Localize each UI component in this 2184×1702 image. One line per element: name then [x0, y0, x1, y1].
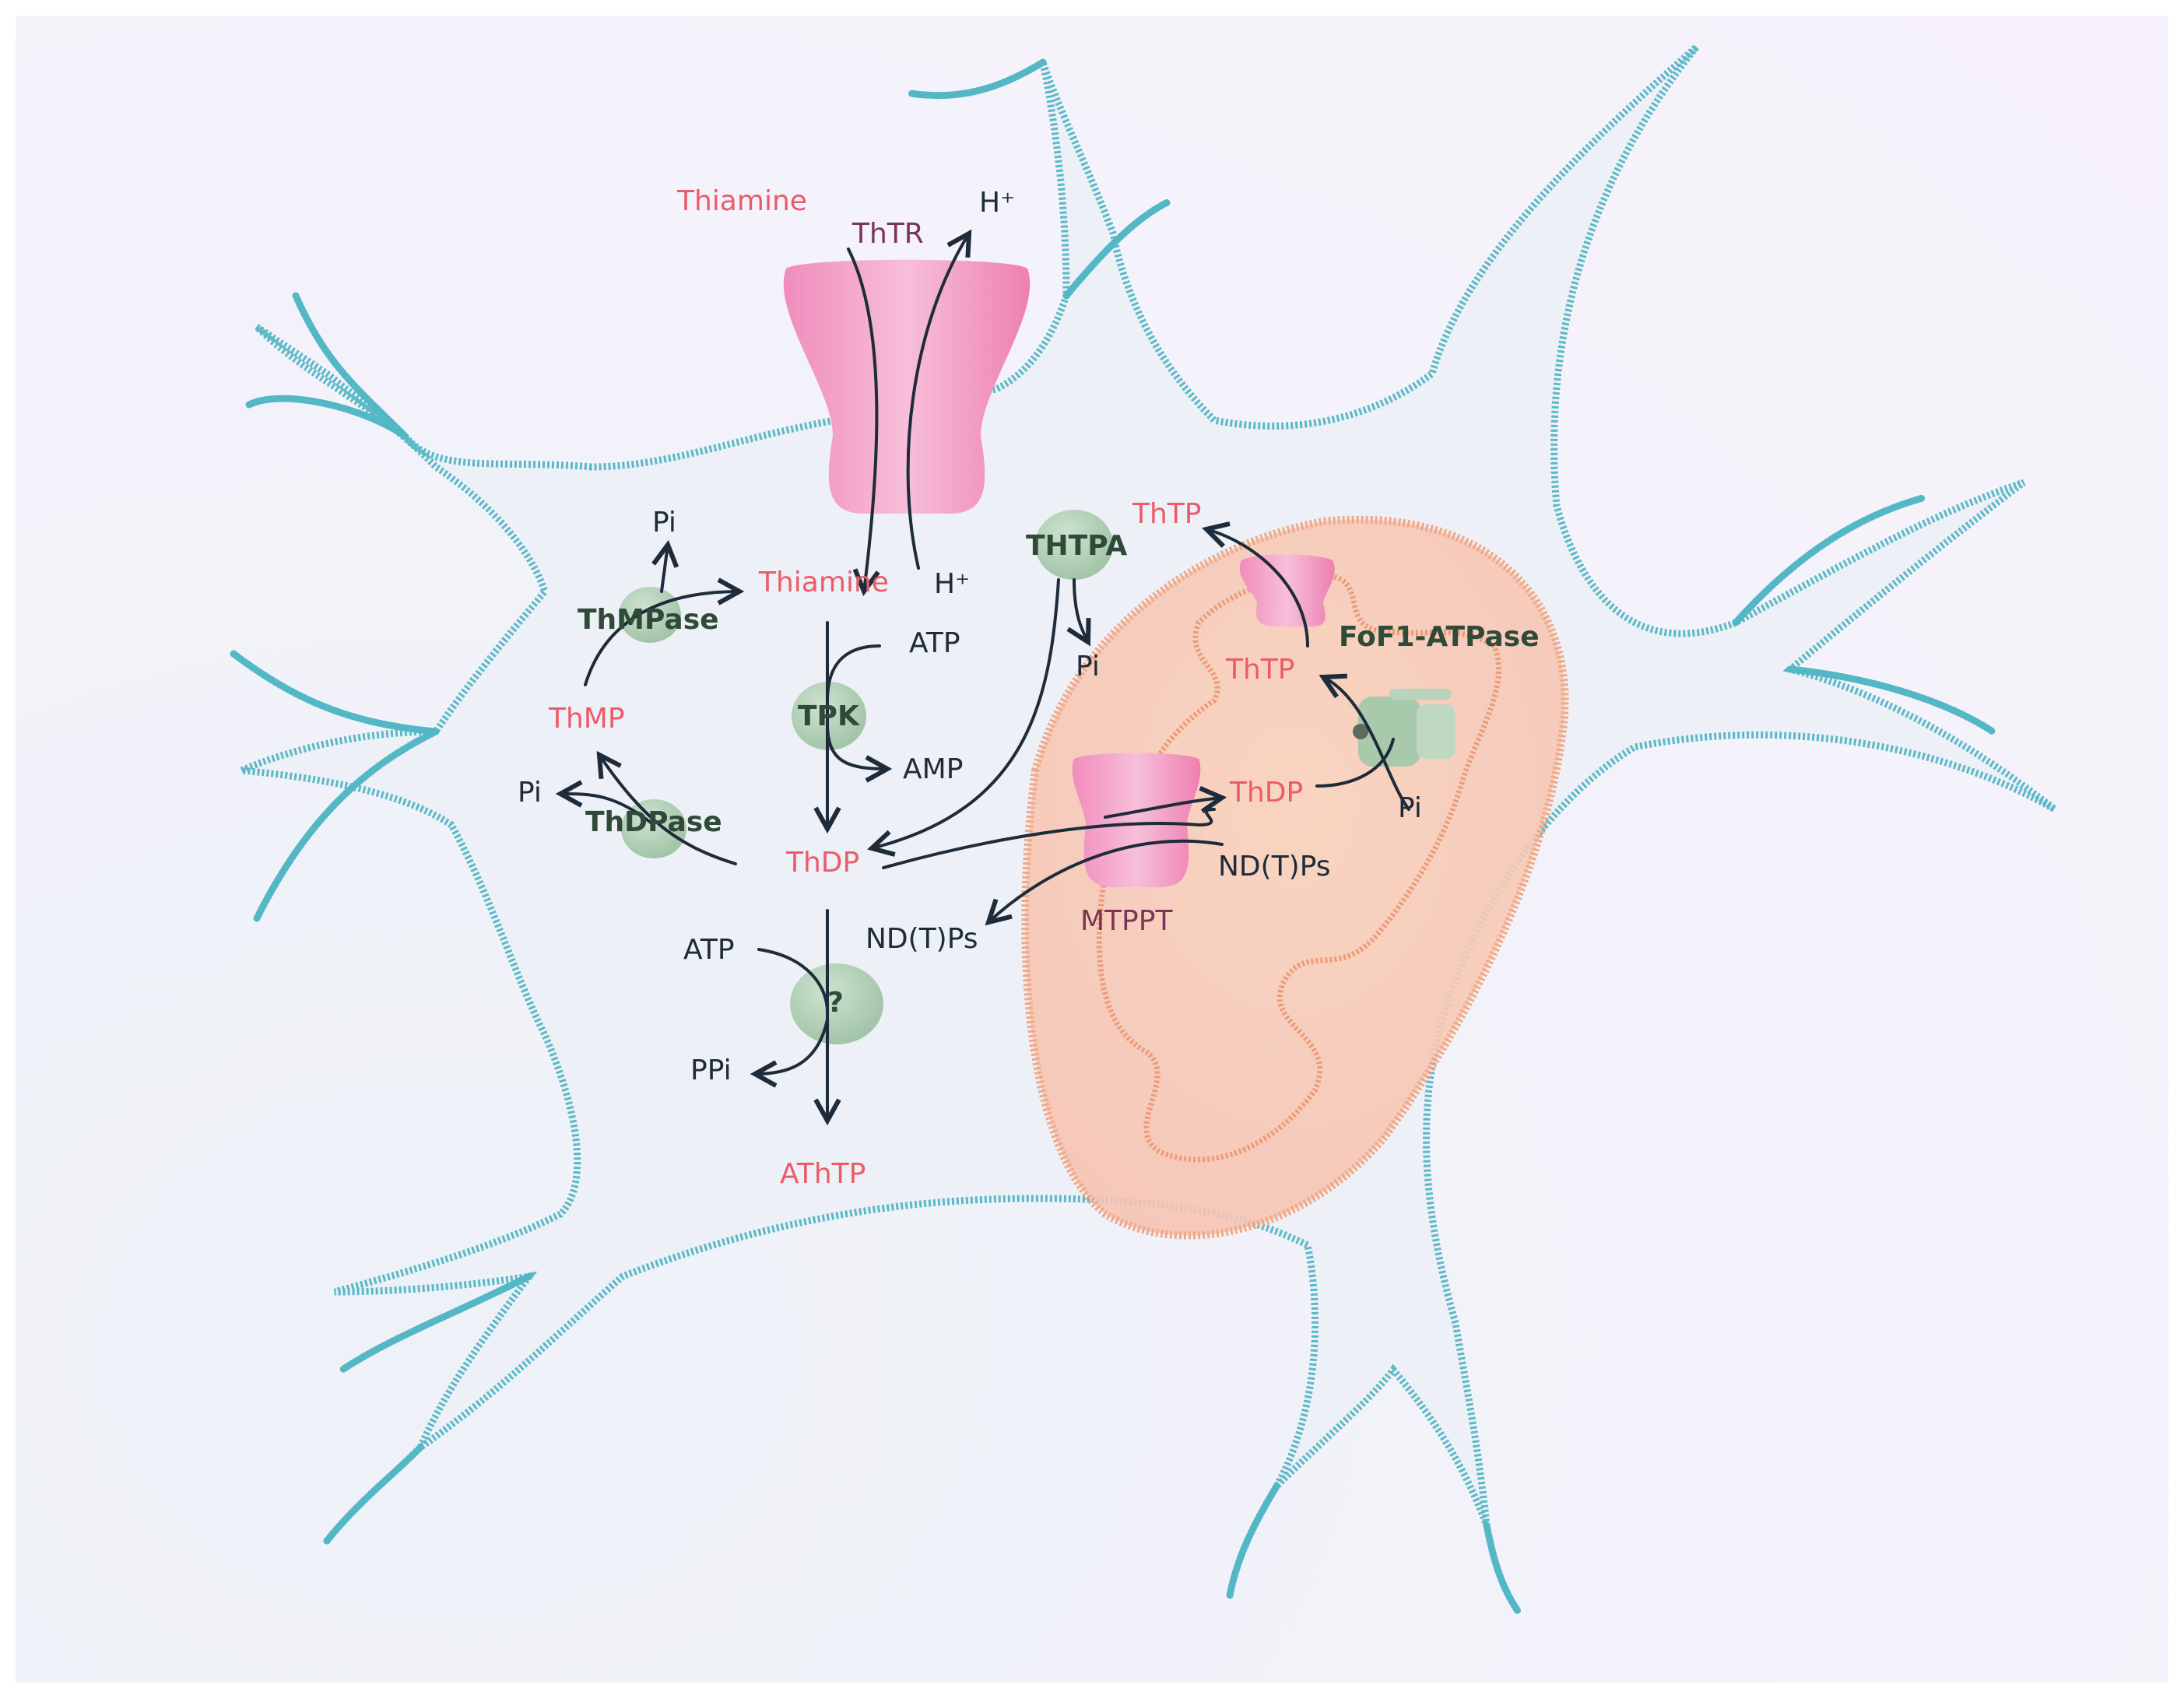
label-proton-intracellular: H⁺	[934, 568, 970, 600]
fof1-atpase-complex	[1353, 689, 1455, 767]
label-ndtps-cytosol: ND(T)Ps	[866, 923, 978, 955]
label-atp-tpk: ATP	[909, 627, 960, 659]
label-ndtps-mitochondrion: ND(T)Ps	[1218, 851, 1331, 883]
label-pi-thtpa: Pi	[1076, 651, 1100, 683]
unknown-enzyme-shape	[790, 963, 883, 1044]
label-mtppt: MTPPT	[1080, 905, 1173, 937]
diagram-labels: Thiamine ThTR H⁺ Thiamine H⁺ Pi ThMPase …	[518, 185, 1540, 1190]
label-proton-extracellular: H⁺	[979, 187, 1015, 219]
thtp-channel	[1239, 554, 1335, 626]
reaction-arrows	[560, 233, 1410, 1121]
label-thmp: ThMP	[548, 703, 625, 735]
label-pi-mitochondrion: Pi	[1398, 792, 1422, 824]
label-thiamine-intracellular: Thiamine	[758, 567, 889, 598]
label-thmpase: ThMPase	[578, 604, 719, 636]
label-ppi: PPi	[690, 1055, 732, 1086]
mtppt-transporter	[1072, 753, 1201, 887]
label-amp: AMP	[903, 753, 963, 785]
label-thiamine-extracellular: Thiamine	[676, 185, 807, 217]
label-thdp: ThDP	[785, 847, 859, 879]
label-thdp-mitochondrion: ThDP	[1229, 777, 1303, 809]
label-pi-thmpase: Pi	[652, 507, 676, 539]
label-thdpase: ThDPase	[585, 806, 722, 838]
label-fof1-atpase: FoF1-ATPase	[1339, 621, 1540, 653]
label-thtpa: THTPA	[1026, 530, 1127, 562]
label-thtp-mitochondrion: ThTP	[1225, 654, 1295, 686]
thtr-transporter	[783, 259, 1031, 514]
label-unknown-enzyme: ?	[827, 987, 844, 1019]
label-atp-unknown: ATP	[683, 934, 735, 966]
thtpa-enzyme-shape	[1035, 510, 1113, 580]
label-athtp: AThTP	[780, 1158, 866, 1190]
label-thtp-cytosol: ThTP	[1132, 498, 1202, 530]
label-pi-thdpase: Pi	[518, 777, 542, 809]
label-tpk: TPK	[798, 700, 860, 732]
label-thtr: ThTR	[851, 218, 924, 250]
